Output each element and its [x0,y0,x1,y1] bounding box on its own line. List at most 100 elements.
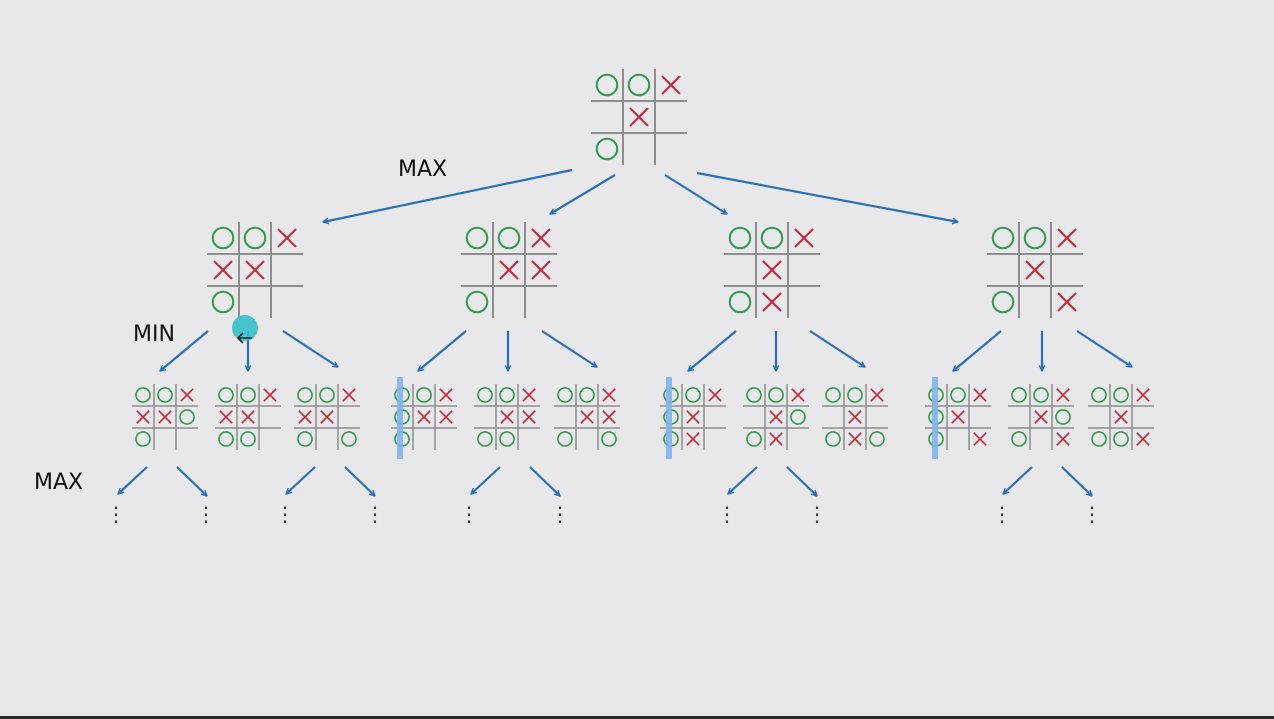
x-mark [661,75,681,95]
o-mark [465,290,489,314]
x-mark [791,388,805,402]
tree-edge-arrow [1061,466,1092,496]
cursor-ripple [232,315,258,341]
x-mark [1136,388,1150,402]
board-level2-9 [822,384,888,450]
continuation-dots: ⋮ [196,502,216,526]
o-mark [240,387,256,403]
x-mark [794,228,814,248]
x-mark [1057,292,1077,312]
board-level2-1 [132,384,198,450]
x-mark [1136,432,1150,446]
continuation-dots: ⋮ [106,502,126,526]
tree-edge-arrow [786,466,817,496]
o-mark [627,73,651,97]
x-mark [973,388,987,402]
o-mark [825,387,841,403]
o-mark [869,431,885,447]
x-mark [219,410,233,424]
o-mark [1011,431,1027,447]
o-mark [297,387,313,403]
min-label: MIN [133,322,175,347]
tree-edge-arrow [344,466,375,496]
o-mark [557,387,573,403]
o-mark [595,137,619,161]
continuation-dots: ⋮ [365,502,385,526]
x-mark [499,260,519,280]
x-mark [500,410,514,424]
o-mark [760,226,784,250]
continuation-layer: ⋮⋮⋮⋮⋮⋮⋮⋮⋮⋮ [106,502,1102,526]
x-mark [213,260,233,280]
o-mark [557,431,573,447]
o-mark [601,431,617,447]
o-mark [497,226,521,250]
x-mark [342,388,356,402]
o-mark [1091,431,1107,447]
o-mark [157,387,173,403]
tree-edge-arrow [286,466,316,494]
max-label-top: MAX [398,157,447,182]
o-mark [319,387,335,403]
x-mark [158,410,172,424]
o-mark [790,409,806,425]
o-mark [579,387,595,403]
tree-edge-arrow [541,330,597,368]
tree-edge-arrow [664,174,727,215]
o-mark [1011,387,1027,403]
o-mark [768,387,784,403]
tree-edge-arrow [282,330,338,368]
o-mark [416,387,432,403]
tree-edge-arrow [160,330,209,371]
x-mark [629,107,649,127]
board-level2-8 [743,384,809,450]
o-mark [211,290,235,314]
column-highlight [397,377,403,459]
o-mark [297,431,313,447]
x-mark [245,260,265,280]
x-mark [848,432,862,446]
board-level2-3 [294,384,360,450]
board-level1-4 [987,222,1083,318]
x-mark [769,432,783,446]
cursor-indicator [232,315,258,344]
tree-edge-arrow [953,330,1002,371]
tree-edge-arrow [323,168,573,222]
x-mark [708,388,722,402]
x-mark [602,388,616,402]
x-mark [263,388,277,402]
board-level1-1 [207,222,303,318]
x-mark [531,260,551,280]
continuation-dots: ⋮ [550,502,570,526]
o-mark [991,290,1015,314]
highlights-layer [397,377,938,459]
x-mark [320,410,334,424]
o-mark [341,431,357,447]
x-mark [848,410,862,424]
o-mark [1113,431,1129,447]
tree-edge-arrow [418,330,467,371]
max-label-bottom: MAX [34,470,83,495]
o-mark [243,226,267,250]
o-mark [135,431,151,447]
x-mark [762,260,782,280]
board-level1-2 [461,222,557,318]
o-mark [499,387,515,403]
o-mark [595,73,619,97]
x-mark [686,432,700,446]
arrows-layer [118,168,1132,496]
tree-edge-arrow [688,330,737,371]
o-mark [218,387,234,403]
o-mark [746,431,762,447]
o-mark [240,431,256,447]
x-mark [1034,410,1048,424]
o-mark [1113,387,1129,403]
board-level2-5 [474,384,540,450]
o-mark [477,387,493,403]
x-mark [1056,432,1070,446]
o-mark [728,290,752,314]
x-mark [1114,410,1128,424]
x-mark [522,388,536,402]
board-level2-11 [1008,384,1074,450]
o-mark [1055,409,1071,425]
